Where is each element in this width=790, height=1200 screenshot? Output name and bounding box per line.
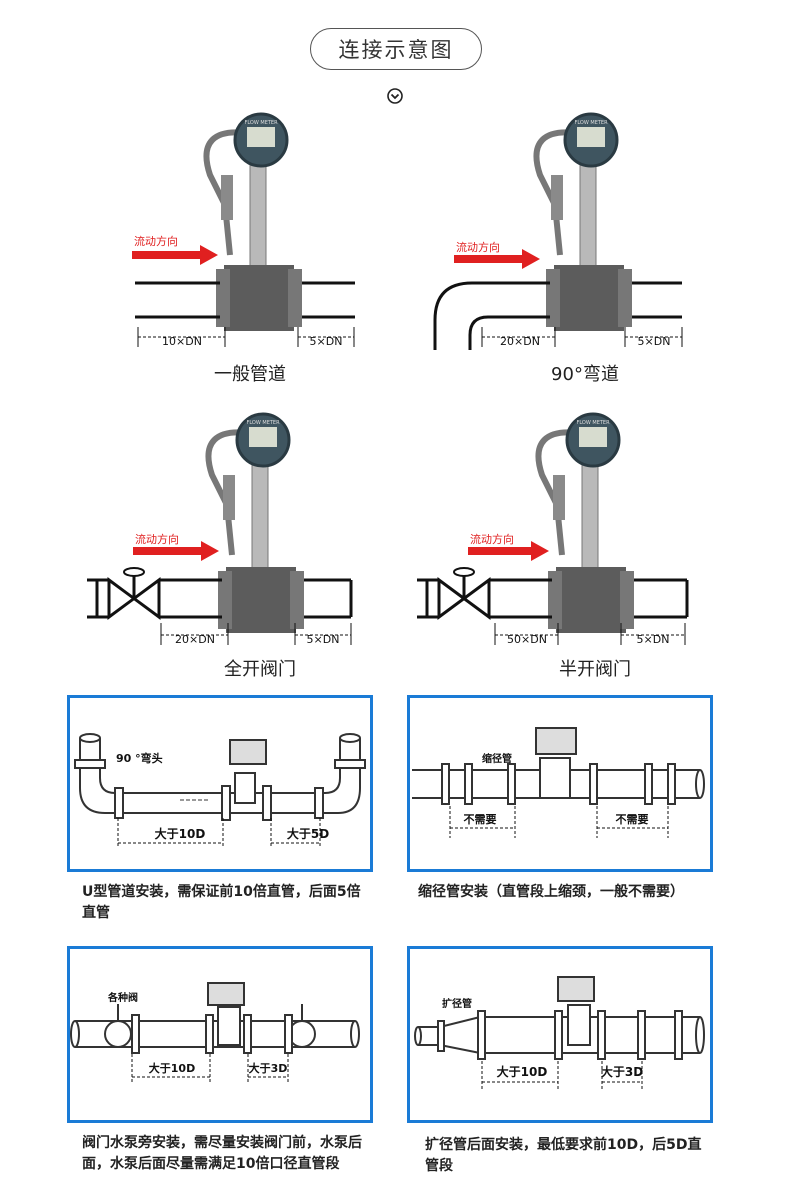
svg-text:大于3D: 大于3D [249, 1061, 288, 1075]
flow-arrow-icon [454, 249, 540, 269]
figure-caption: 90°弯道 [551, 364, 619, 385]
svg-text:不需要: 不需要 [464, 813, 497, 826]
flow-direction-label: 流动方向 [470, 532, 514, 546]
panel-note: 阀门水泵旁安装，需尽量安装阀门前，水泵后面，水泵后面尽量需满足10倍口径直管段 [82, 1135, 362, 1172]
figure-90-bend: FLOW METER 流动方向 20×DN 5×DN [430, 105, 690, 355]
figure-caption: 半开阀门 [559, 659, 631, 680]
svg-text:20×DN: 20×DN [175, 633, 215, 646]
figure-half-open-valve: FLOW METER 流动方向 50×DN 5×DN [415, 405, 695, 650]
svg-text:大于10D: 大于10D [497, 1064, 548, 1079]
flow-arrow-icon [468, 541, 549, 561]
panel-note: 扩径管后面安装，最低要求前10D，后5D直管段 [425, 1137, 702, 1174]
svg-text:大于5D: 大于5D [287, 826, 329, 841]
panel-tag: 扩径管 [442, 997, 472, 1010]
flow-arrow-icon [132, 245, 218, 265]
chevron-down-icon [387, 88, 403, 104]
svg-text:大于10D: 大于10D [155, 826, 206, 841]
figure-general-pipe: FLOW METER 流动方向 10×DN 5×DN [120, 105, 370, 355]
svg-text:FLOW METER: FLOW METER [574, 120, 608, 126]
svg-text:5×DN: 5×DN [310, 335, 343, 348]
svg-text:FLOW METER: FLOW METER [246, 420, 280, 426]
svg-text:5×DN: 5×DN [307, 633, 340, 646]
svg-text:FLOW METER: FLOW METER [576, 420, 610, 426]
panel-tag: 各种阀 [107, 991, 138, 1004]
panel-note: U型管道安装，需保证前10倍直管，后面5倍直管 [82, 884, 361, 921]
svg-text:50×DN: 50×DN [507, 633, 547, 646]
flow-direction-label: 流动方向 [134, 234, 178, 248]
vortex-flowmeter-illustration: FLOW METER [205, 412, 304, 633]
vortex-flowmeter-illustration: FLOW METER [535, 412, 634, 633]
flow-direction-label: 流动方向 [456, 240, 500, 254]
svg-text:FLOW METER: FLOW METER [244, 120, 278, 126]
section-title-text: 连接示意图 [338, 38, 454, 62]
panel-expander: 扩径管 大于10D 大于3D [407, 946, 713, 1123]
panel-tag: 缩径管 [482, 752, 512, 765]
figure-caption: 全开阀门 [224, 659, 296, 680]
panel-note: 缩径管安装（直管段上缩颈，一般不需要） [418, 884, 684, 900]
panel-u-pipe: 90 °弯头 大于10D 大于5D [67, 695, 373, 872]
figure-caption: 一般管道 [214, 364, 286, 385]
panel-valve-pump: 各种阀 大于10D 大于3D [67, 946, 373, 1123]
svg-text:5×DN: 5×DN [637, 633, 670, 646]
panel-tag: 90 °弯头 [116, 751, 163, 765]
svg-text:10×DN: 10×DN [162, 335, 202, 348]
flow-direction-label: 流动方向 [135, 532, 179, 546]
svg-text:大于10D: 大于10D [149, 1061, 195, 1075]
panel-reducer: 缩径管 不需要 不需要 [407, 695, 713, 872]
gate-valve-icon [107, 567, 161, 620]
svg-text:大于3D: 大于3D [601, 1064, 643, 1079]
vortex-flowmeter-illustration: FLOW METER [203, 112, 302, 331]
vortex-flowmeter-illustration: FLOW METER [533, 112, 632, 331]
svg-text:5×DN: 5×DN [638, 335, 671, 348]
svg-text:20×DN: 20×DN [500, 335, 540, 348]
figure-full-open-valve: FLOW METER 流动方向 20×DN 5×DN [85, 405, 365, 650]
gate-valve-icon [437, 567, 491, 620]
flow-arrow-icon [133, 541, 219, 561]
section-title: 连接示意图 [310, 28, 482, 70]
svg-text:不需要: 不需要 [616, 813, 649, 826]
